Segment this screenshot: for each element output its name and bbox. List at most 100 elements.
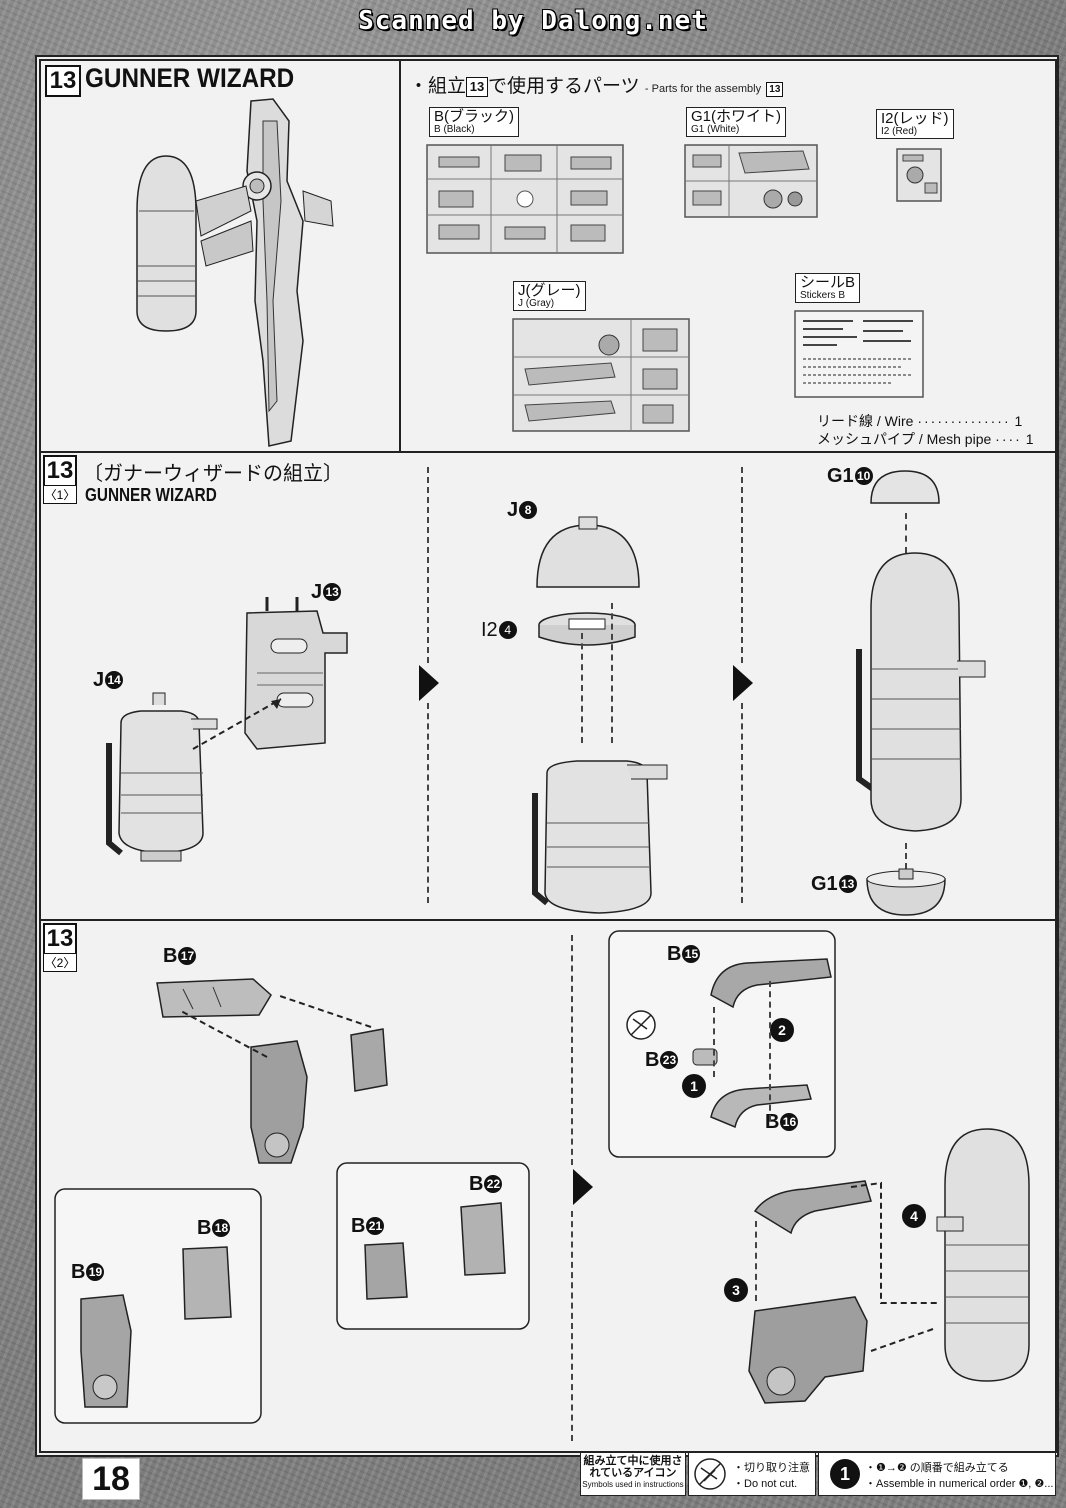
legend-order-icon-text: 1 bbox=[840, 1464, 850, 1484]
runner-g1-en: G1 (White) bbox=[691, 124, 740, 135]
label-b18-letter: B bbox=[197, 1217, 212, 1239]
gunner-wizard-illustration bbox=[136, 98, 334, 447]
step2-substep: 〈2〉 bbox=[43, 953, 77, 972]
runner-i2-en: I2 (Red) bbox=[881, 126, 918, 137]
legend-order-en: ・Assemble in numerical order ❶, ❷... bbox=[865, 1478, 1054, 1490]
runner-b-jp: B(ブラック) bbox=[434, 108, 514, 125]
runner-i2-jp: I2(レッド) bbox=[881, 110, 949, 127]
page-number: 18 bbox=[82, 1458, 140, 1500]
runner-label-g1: G1(ホワイト) G1 (White) bbox=[686, 107, 787, 137]
runner-label-stickers-b: シールB Stickers B bbox=[795, 273, 861, 303]
base-g1-13 bbox=[866, 868, 946, 916]
order-marker-2-text: 2 bbox=[778, 1022, 786, 1038]
label-i2-4-letter: I2 bbox=[481, 619, 498, 641]
parts-title-suffix: で使用するパーツ bbox=[488, 76, 640, 97]
part-b23 bbox=[692, 1048, 718, 1066]
part-b15 bbox=[710, 958, 832, 1009]
runner-j-en: J (Gray) bbox=[518, 298, 555, 309]
label-g1-13-letter: G1 bbox=[811, 873, 838, 895]
next-arrow-2 bbox=[733, 665, 753, 701]
runner-b-en: B (Black) bbox=[434, 124, 475, 135]
mesh-pipe-label: メッシュパイプ / Mesh pipe bbox=[817, 431, 992, 447]
label-b17-letter: B bbox=[163, 945, 178, 967]
tank-half-j13 bbox=[244, 597, 348, 750]
mesh-pipe-qty: 1 bbox=[1025, 431, 1034, 447]
ring-i2-4 bbox=[538, 612, 636, 646]
tank-final bbox=[936, 1128, 1030, 1382]
label-g1-10-letter: G1 bbox=[827, 465, 854, 487]
label-i2-4-num: 4 bbox=[498, 621, 517, 639]
label-b16-letter: B bbox=[765, 1111, 780, 1133]
step1-number: 13 bbox=[43, 455, 77, 487]
dome-j8 bbox=[536, 516, 640, 588]
label-j8-num: 8 bbox=[519, 501, 538, 519]
step2-divider-top bbox=[571, 935, 573, 1165]
divider-1b bbox=[427, 703, 429, 903]
legend-title-en: Symbols used in instructions bbox=[582, 1480, 684, 1489]
scan-watermark: Scanned by Dalong.net bbox=[358, 6, 708, 36]
order-marker-1: 1 bbox=[682, 1074, 706, 1098]
order-marker-2: 2 bbox=[770, 1018, 794, 1042]
order-marker-3: 3 bbox=[724, 1278, 748, 1302]
step2-number: 13 bbox=[43, 923, 77, 955]
part-b21 bbox=[364, 1242, 408, 1300]
tank-full-step-c bbox=[856, 552, 986, 832]
label-b18-num: 18 bbox=[212, 1219, 231, 1237]
runner-i2-diagram bbox=[896, 148, 942, 202]
runner-label-i2: I2(レッド) I2 (Red) bbox=[876, 109, 954, 139]
step2-next-arrow bbox=[573, 1169, 593, 1205]
label-b16-num: 16 bbox=[780, 1113, 799, 1131]
legend-order-jp: ・❶→❷ の順番で組み立てる bbox=[865, 1462, 1009, 1474]
mesh-pipe-dots: ···· bbox=[995, 431, 1022, 447]
do-not-cut-icon bbox=[626, 1010, 656, 1040]
legend-do-not-cut-jp: ・切り取り注意 bbox=[733, 1462, 810, 1474]
overview-panel: 13 GUNNER WIZARD bbox=[39, 59, 401, 453]
label-j8-letter: J bbox=[507, 499, 519, 521]
arrow-arm-down bbox=[755, 1221, 757, 1301]
step1-substep: 〈1〉 bbox=[43, 485, 77, 504]
legend-do-not-cut-en: ・Do not cut. bbox=[733, 1478, 798, 1490]
parts-title-prefix: ・組立 bbox=[409, 76, 467, 97]
parts-subtitle: - Parts for the assembly bbox=[644, 83, 762, 95]
arm-final bbox=[748, 1180, 872, 1404]
extra-mesh-pipe: メッシュパイプ / Mesh pipe ···· 1 bbox=[817, 429, 1034, 449]
divider-2 bbox=[741, 467, 743, 663]
label-b15-num: 15 bbox=[682, 945, 701, 963]
label-b23-letter: B bbox=[645, 1049, 660, 1071]
part-b16 bbox=[710, 1084, 812, 1129]
legend-title: 組み立て中に使用されているアイコン Symbols used in instru… bbox=[580, 1452, 686, 1496]
order-marker-3-text: 3 bbox=[732, 1282, 740, 1298]
label-b23-num: 23 bbox=[660, 1051, 679, 1069]
runner-j-diagram bbox=[512, 318, 690, 432]
order-marker-4-text: 4 bbox=[910, 1208, 918, 1224]
part-b19 bbox=[80, 1294, 132, 1408]
divider-2b bbox=[741, 703, 743, 903]
next-arrow-1 bbox=[419, 665, 439, 701]
part-b22 bbox=[460, 1202, 506, 1276]
arrows-to-b17 bbox=[180, 994, 372, 1058]
bracket-b17 bbox=[156, 978, 272, 1018]
label-b21-letter: B bbox=[351, 1215, 366, 1237]
arrow-i2-down bbox=[611, 603, 613, 743]
arrow-j8-down bbox=[581, 633, 583, 743]
label-j14-letter: J bbox=[93, 669, 105, 691]
label-b21-num: 21 bbox=[366, 1217, 385, 1235]
label-b15-letter: B bbox=[667, 943, 682, 965]
tank-half-j14 bbox=[106, 692, 218, 862]
